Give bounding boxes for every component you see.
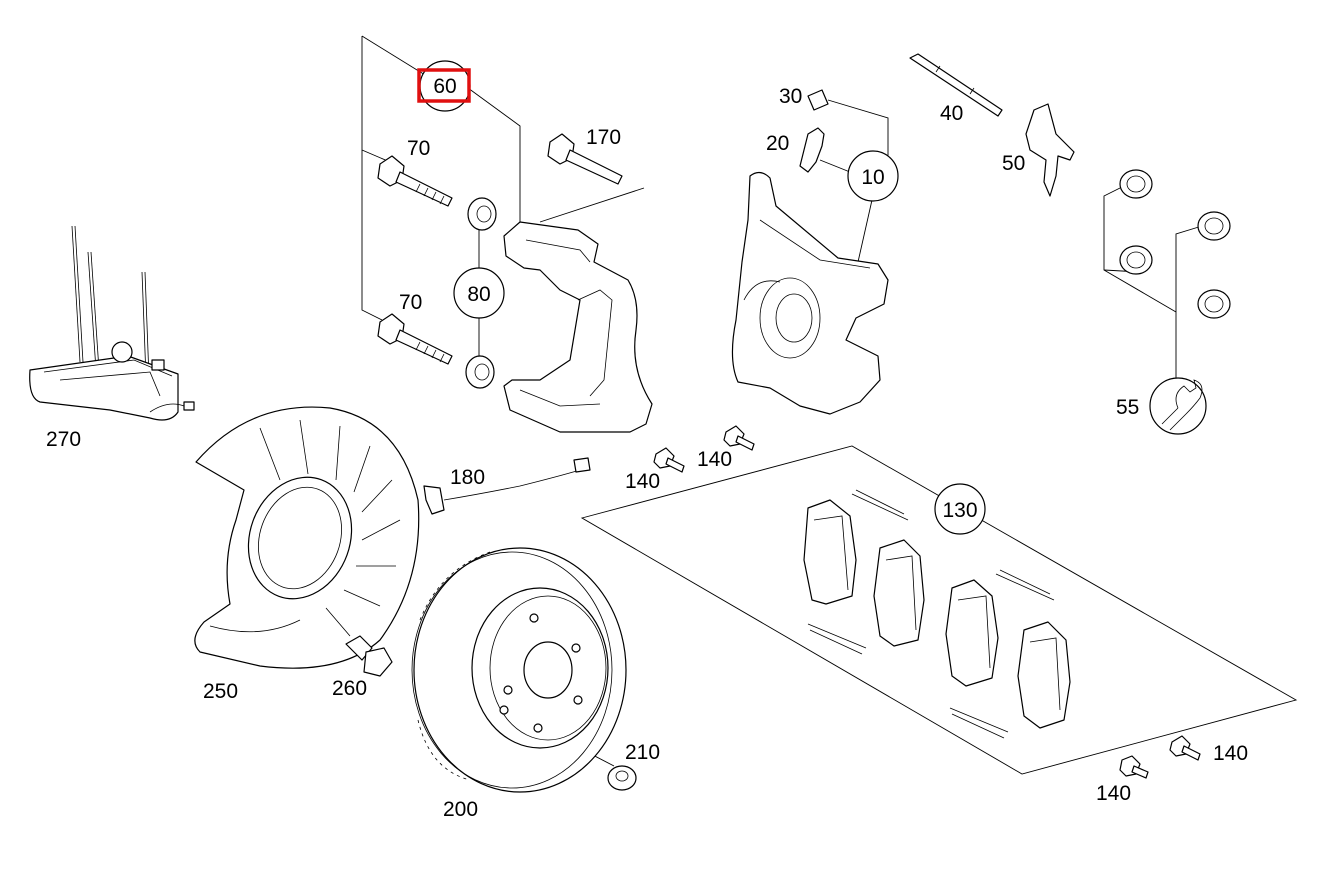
part-170-bolt <box>547 133 623 185</box>
callout-60[interactable]: 60 <box>417 60 471 112</box>
part-50-spring-clip <box>1025 103 1075 197</box>
label-140-d: 140 <box>1213 742 1248 765</box>
part-270-bracket <box>29 225 195 421</box>
part-80-bushing-lower <box>465 355 495 389</box>
part-200-brake-disc <box>411 547 627 793</box>
part-30-cap <box>807 89 829 111</box>
part-60-caliper-carrier <box>503 221 653 433</box>
callout-10-label: 10 <box>861 166 884 189</box>
part-20-bleed-screw <box>799 127 825 173</box>
part-250-splash-shield <box>194 406 420 669</box>
label-70-upper: 70 <box>407 137 430 160</box>
label-140-a: 140 <box>625 470 660 493</box>
label-70-lower: 70 <box>399 291 422 314</box>
callout-60-label: 60 <box>433 75 456 98</box>
callout-130[interactable]: 130 <box>934 483 986 535</box>
wrench-icon <box>1161 379 1203 431</box>
label-180: 180 <box>450 466 485 489</box>
leader-lines <box>361 35 1298 775</box>
label-210: 210 <box>625 741 660 764</box>
label-140-b: 140 <box>697 448 732 471</box>
label-250: 250 <box>203 680 238 703</box>
part-210-screw <box>607 765 637 791</box>
part-180-wear-sensor <box>423 457 591 515</box>
part-140-bolt-d <box>1169 735 1201 761</box>
part-140-bolt-b <box>723 425 755 451</box>
part-70-bolt-upper <box>377 155 453 207</box>
part-labels: 30 20 40 50 55 70 70 170 270 180 140 140… <box>46 85 1248 821</box>
highlight-box <box>417 68 471 103</box>
callout-10[interactable]: 10 <box>847 150 899 202</box>
part-130-brake-pads <box>803 489 1071 739</box>
label-140-c: 140 <box>1096 782 1131 805</box>
label-170: 170 <box>586 126 621 149</box>
label-50: 50 <box>1002 152 1025 175</box>
label-30: 30 <box>779 85 802 108</box>
part-55-seals <box>1119 169 1231 319</box>
label-260: 260 <box>332 677 367 700</box>
callout-55[interactable] <box>1149 377 1207 435</box>
label-55: 55 <box>1116 396 1139 419</box>
label-200: 200 <box>443 798 478 821</box>
part-70-bolt-lower <box>377 313 453 365</box>
callout-80-label: 80 <box>467 283 490 306</box>
part-80-bushing-upper <box>467 197 497 231</box>
part-40-pin <box>909 53 1003 117</box>
part-260-bolt <box>345 635 393 677</box>
part-140-bolt-a <box>653 447 685 473</box>
label-20: 20 <box>766 132 789 155</box>
callout-80[interactable]: 80 <box>453 267 505 319</box>
label-40: 40 <box>940 102 963 125</box>
part-140-bolt-c <box>1119 755 1149 779</box>
part-10-caliper <box>731 171 889 415</box>
callout-130-label: 130 <box>942 499 977 522</box>
label-270: 270 <box>46 428 81 451</box>
